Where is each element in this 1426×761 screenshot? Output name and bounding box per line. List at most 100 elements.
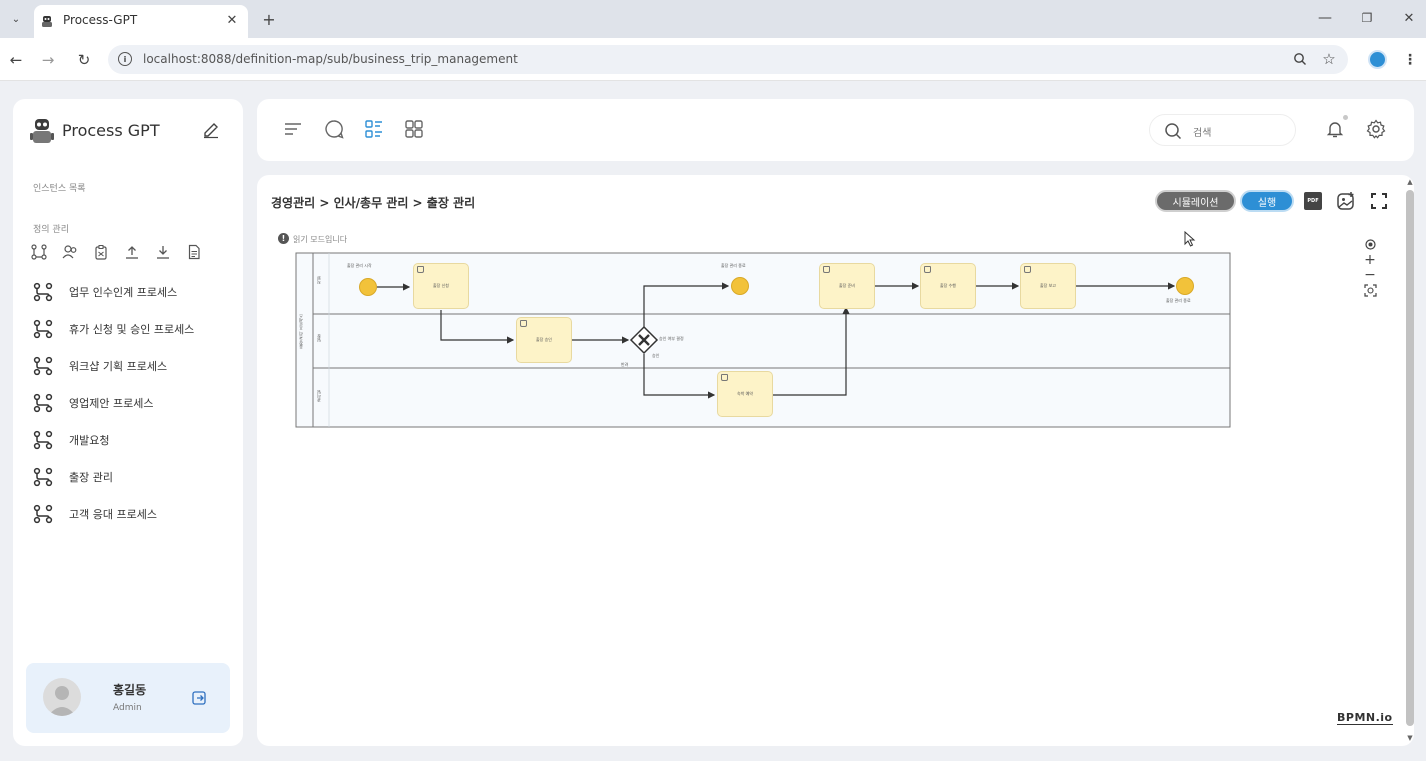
forward-icon[interactable]: → — [41, 51, 55, 69]
task-prepare[interactable]: 출장 준비 — [819, 263, 875, 309]
end-event[interactable] — [1176, 277, 1194, 295]
graph-icon[interactable] — [31, 244, 47, 264]
edit-icon[interactable] — [201, 120, 221, 140]
process-graph-icon — [33, 430, 53, 450]
process-item-label: 휴가 신청 및 승인 프로세스 — [69, 323, 195, 336]
run-button[interactable]: 실행 — [1240, 190, 1294, 212]
bell-icon[interactable] — [1324, 118, 1346, 140]
recenter-icon[interactable] — [1363, 237, 1377, 251]
process-graph-icon — [33, 319, 53, 339]
address-bar[interactable]: i localhost:8088/definition-map/sub/busi… — [108, 45, 1348, 74]
process-item-label: 출장 관리 — [69, 471, 113, 484]
process-graph-icon — [33, 356, 53, 376]
site-info-icon[interactable]: i — [118, 52, 132, 66]
task-label: 출장 보고 — [1040, 283, 1056, 288]
download-icon[interactable] — [155, 244, 171, 264]
task-report[interactable]: 출장 보고 — [1020, 263, 1076, 309]
minimize-icon[interactable]: — — [1318, 10, 1332, 26]
new-tab-icon[interactable]: + — [262, 9, 276, 29]
task-booking[interactable]: 숙박 예약 — [717, 371, 773, 417]
restore-icon[interactable]: ❐ — [1361, 11, 1373, 25]
upload-icon[interactable] — [124, 244, 140, 264]
process-graph-icon — [33, 393, 53, 413]
process-item-sales[interactable]: 영업제안 프로세스 — [33, 392, 153, 414]
process-item-business-trip[interactable]: 출장 관리 — [33, 466, 113, 488]
browser-menu-icon[interactable]: ⋮ — [1403, 52, 1417, 68]
scroll-down-icon[interactable]: ▼ — [1407, 734, 1413, 742]
simulate-button[interactable]: 시뮬레이션 — [1155, 190, 1236, 212]
users-icon[interactable] — [62, 244, 78, 264]
list-view-icon[interactable] — [363, 118, 385, 140]
gateway-label: 승인 여부 결정 — [659, 336, 684, 341]
chat-icon[interactable] — [323, 118, 345, 140]
task-label: 출장 수행 — [940, 283, 956, 288]
user-card: 홍길동 Admin — [26, 663, 230, 733]
instances-label[interactable]: 인스턴스 목록 — [33, 184, 86, 194]
bookmark-star-icon[interactable]: ☆ — [1322, 50, 1336, 68]
pool-label: 출장 관리 프로세스 — [298, 314, 303, 349]
process-item-label: 영업제안 프로세스 — [69, 397, 154, 410]
process-item-customer[interactable]: 고객 응대 프로세스 — [33, 503, 157, 525]
reload-icon[interactable]: ↻ — [77, 51, 91, 69]
close-tab-icon[interactable]: ✕ — [226, 12, 238, 28]
bpmn-diagram[interactable]: 출장 관리 프로세스 직원 팀장 관리팀 출장 관리 시작 출장 신청 출장 승… — [295, 252, 1231, 428]
search-box[interactable]: 검색 — [1149, 114, 1296, 146]
pdf-export-button[interactable]: PDF — [1304, 192, 1322, 210]
task-approve[interactable]: 출장 승인 — [516, 317, 572, 363]
app-title: Process GPT — [62, 121, 160, 140]
bpmn-io-watermark[interactable]: BPMN.io — [1337, 711, 1393, 725]
mid-end-event[interactable] — [731, 277, 749, 295]
process-graph-icon — [33, 282, 53, 302]
mouse-cursor-icon — [1184, 230, 1196, 247]
process-item-vacation[interactable]: 휴가 신청 및 승인 프로세스 — [33, 318, 194, 340]
zoom-in-icon[interactable]: + — [1364, 252, 1376, 268]
process-item-workshop[interactable]: 워크샵 기획 프로세스 — [33, 355, 167, 377]
readonly-notice: 읽기 모드입니다 — [293, 235, 348, 244]
task-label: 출장 준비 — [839, 283, 855, 288]
info-icon: ! — [278, 233, 289, 244]
notification-dot — [1343, 115, 1348, 120]
vertical-scrollbar[interactable]: ▲ ▼ — [1404, 176, 1416, 746]
scroll-up-icon[interactable]: ▲ — [1407, 178, 1413, 186]
menu-icon[interactable] — [283, 119, 303, 139]
user-task-icon — [721, 374, 728, 381]
clipboard-icon[interactable] — [93, 244, 109, 264]
user-task-icon — [1024, 266, 1031, 273]
breadcrumb[interactable]: 경영관리 > 인사/총무 관리 > 출장 관리 — [271, 196, 476, 210]
definition-tools — [31, 244, 202, 264]
scrollbar-thumb[interactable] — [1406, 190, 1414, 726]
definitions-label: 정의 관리 — [33, 225, 69, 235]
start-event[interactable] — [359, 278, 377, 296]
app-topbar: 검색 — [257, 99, 1414, 161]
diagram-panel: 경영관리 > 인사/총무 관리 > 출장 관리 시뮬레이션 실행 PDF ! 읽… — [257, 175, 1414, 746]
fullscreen-icon[interactable] — [1368, 190, 1390, 212]
user-task-icon — [520, 320, 527, 327]
lane-label: 직원 — [316, 276, 321, 284]
back-icon[interactable]: ← — [9, 51, 23, 69]
profile-avatar[interactable] — [1368, 50, 1387, 69]
zoom-out-icon[interactable]: − — [1364, 267, 1376, 283]
process-item-handover[interactable]: 업무 인수인계 프로세스 — [33, 281, 177, 303]
settings-gear-icon[interactable] — [1365, 118, 1387, 140]
user-role: Admin — [113, 703, 142, 713]
browser-tab[interactable]: Process-GPT ✕ — [34, 5, 248, 38]
process-item-label: 개발요청 — [69, 434, 110, 447]
grid-view-icon[interactable] — [403, 118, 425, 140]
task-label: 숙박 예약 — [737, 391, 753, 396]
sidebar: Process GPT 인스턴스 목록 정의 관리 업무 인수인계 프로세스 휴… — [13, 99, 243, 746]
document-icon[interactable] — [186, 244, 202, 264]
close-window-icon[interactable]: ✕ — [1403, 10, 1415, 26]
task-label: 출장 승인 — [536, 337, 552, 342]
image-export-icon[interactable] — [1335, 190, 1357, 212]
user-task-icon — [417, 266, 424, 273]
task-perform[interactable]: 출장 수행 — [920, 263, 976, 309]
search-icon — [1164, 122, 1182, 140]
logout-icon[interactable] — [190, 689, 208, 707]
fit-view-icon[interactable] — [1363, 283, 1377, 297]
task-request[interactable]: 출장 신청 — [413, 263, 469, 309]
tab-list-icon[interactable]: ⌄ — [11, 13, 21, 25]
url-text[interactable]: localhost:8088/definition-map/sub/busine… — [143, 52, 518, 66]
process-item-dev-request[interactable]: 개발요청 — [33, 429, 109, 451]
user-name: 홍길동 — [113, 683, 147, 697]
zoom-icon[interactable] — [1291, 50, 1309, 68]
